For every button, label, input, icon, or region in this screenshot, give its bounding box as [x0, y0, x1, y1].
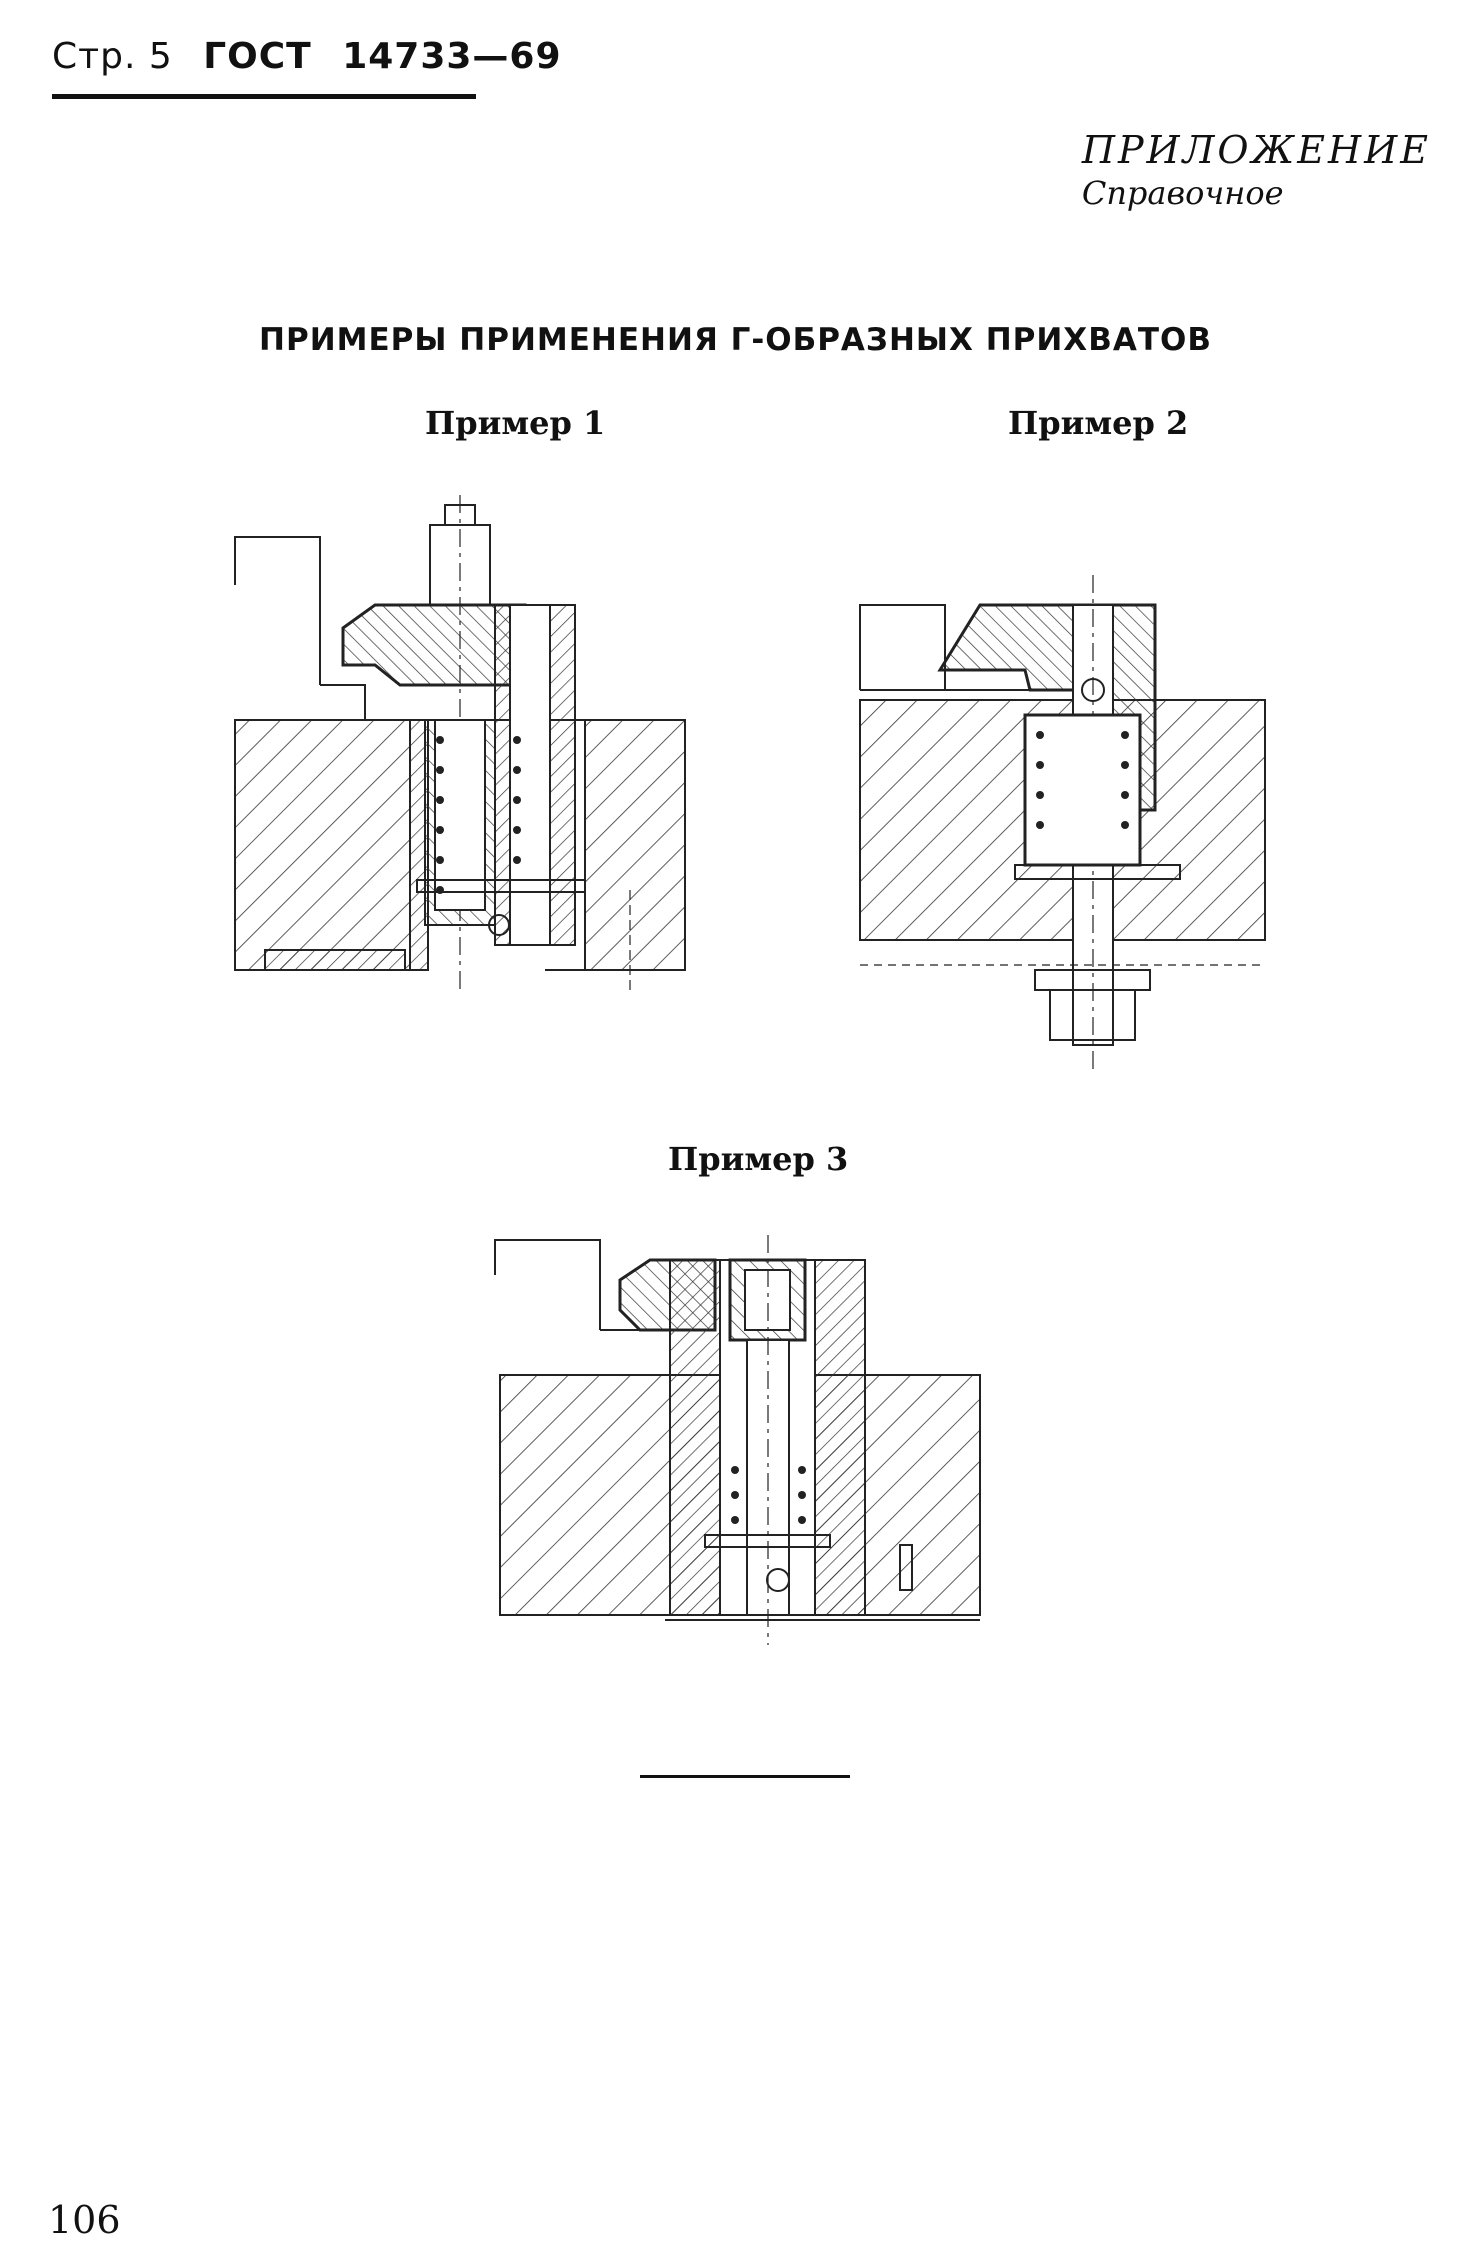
standard-number: 14733—69 — [342, 36, 562, 77]
example-3-caption: Пример 3 — [668, 1140, 849, 1178]
appendix-title: ПРИЛОЖЕНИЕ — [1081, 128, 1431, 172]
example-2-caption: Пример 2 — [1008, 404, 1189, 442]
example-2-drawing — [859, 575, 1266, 1075]
page-number: 106 — [48, 2198, 121, 2242]
example-1-caption: Пример 1 — [425, 404, 606, 442]
header-rule — [52, 94, 476, 99]
end-rule — [640, 1775, 850, 1778]
standard-label: ГОСТ — [203, 36, 312, 77]
example-1-drawing — [234, 495, 686, 995]
page-title: ПРИМЕРЫ ПРИМЕНЕНИЯ Г-ОБРАЗНЫХ ПРИХВАТОВ — [259, 322, 1212, 358]
page-header: Стр. 5 ГОСТ 14733—69 — [52, 36, 562, 77]
appendix-label: ПРИЛОЖЕНИЕ Справочное — [1082, 128, 1431, 212]
page-label: Стр. 5 — [52, 36, 173, 77]
appendix-subtitle: Справочное — [1081, 174, 1284, 212]
example-3-drawing — [494, 1235, 981, 1645]
